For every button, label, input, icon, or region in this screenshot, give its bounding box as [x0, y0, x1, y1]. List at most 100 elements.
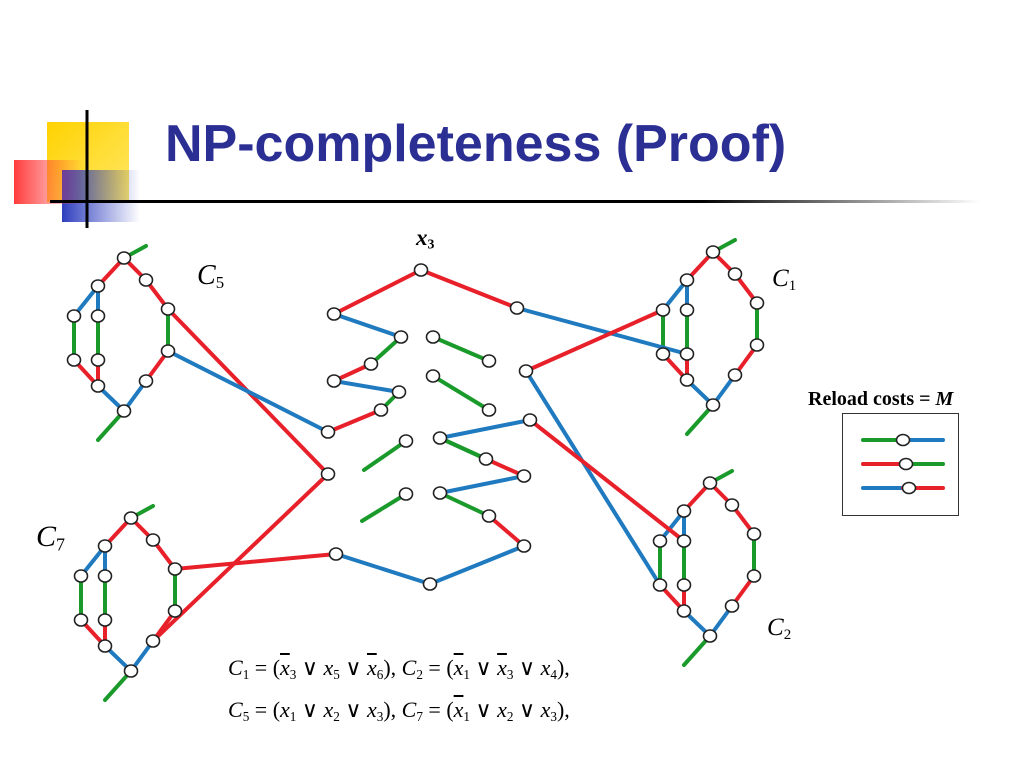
clause-c5-node-T — [116, 251, 132, 265]
clause-label-c2: C2 — [767, 614, 792, 643]
clause-c2-node-or3 — [746, 569, 762, 583]
variable-edge-1 — [332, 268, 423, 316]
connector-edge-2 — [166, 349, 330, 434]
title-underline — [50, 200, 980, 203]
formula-line-1: C1 = (x3 ∨ x5 ∨ x6), C2 = (x1 ∨ x3 ∨ x4)… — [228, 655, 570, 682]
clause-c2-node-ol3 — [652, 578, 668, 592]
variable-edge-20 — [438, 474, 526, 495]
clause-c5-node-ol2 — [66, 309, 82, 323]
page-title: NP-completeness (Proof) — [165, 115, 787, 173]
variable-node-rk — [516, 469, 532, 483]
clause-c2-node-il1 — [676, 534, 692, 548]
variable-edge-18 — [362, 439, 408, 472]
connector-edge-8 — [528, 418, 686, 543]
variable-edge-21 — [438, 436, 488, 461]
variable-node-rn — [481, 509, 497, 523]
clause-c1-node-ol1 — [679, 273, 695, 287]
clause-c1-node-il2 — [679, 347, 695, 361]
clause-c7-node-ol3 — [73, 613, 89, 627]
variable-edge-3 — [332, 312, 403, 339]
connector-edge-3 — [151, 472, 330, 643]
variable-node-ra — [509, 301, 525, 315]
clause-c5-node-ol1 — [90, 279, 106, 293]
clause-c1-node-B — [705, 398, 721, 412]
clause-label-c7: C7 — [36, 520, 66, 555]
connector-edge-4 — [173, 552, 338, 571]
clause-c2-node-ol2 — [652, 534, 668, 548]
connector-edge-6 — [524, 308, 665, 373]
variable-edge-17 — [334, 552, 432, 586]
legend-row-1-node — [895, 433, 911, 447]
deco-red-square — [14, 160, 84, 204]
clause-c7-node-or2 — [167, 562, 183, 576]
variable-node-ri — [432, 431, 448, 445]
variable-node-ro — [516, 539, 532, 553]
clause-c7-node-ol4 — [97, 639, 113, 653]
variable-node-d — [326, 374, 342, 388]
variable-node-rh — [522, 413, 538, 427]
connector-edge-7 — [524, 369, 662, 587]
clause-c7-node-B — [123, 664, 139, 678]
variable-label-x3: x3 — [416, 225, 435, 252]
variable-edge-11 — [438, 418, 532, 440]
variable-node-rd — [518, 364, 534, 378]
clause-c1-node-ol3 — [655, 347, 671, 361]
clause-c7-node-il1 — [97, 569, 113, 583]
variable-node-j — [422, 577, 438, 591]
variable-edge-16 — [428, 544, 526, 586]
clause-c5-node-ol4 — [90, 379, 106, 393]
clause-c2-node-T — [702, 476, 718, 490]
reload-cost-legend — [842, 413, 959, 516]
clause-c2-node-or1 — [724, 498, 740, 512]
variable-node-h — [320, 467, 336, 481]
clause-c1-node-ol2 — [655, 303, 671, 317]
variable-node-i — [328, 547, 344, 561]
clause-c7-node-il2 — [97, 613, 113, 627]
clause-c7-node-or1 — [145, 533, 161, 547]
variable-edge-8 — [326, 408, 383, 434]
clause-c5-node-il1 — [90, 309, 106, 323]
clause-c2-node-il2 — [676, 578, 692, 592]
variable-node-g — [320, 425, 336, 439]
variable-node-rb — [425, 330, 441, 344]
clause-c7-node-T — [123, 511, 139, 525]
formula-line-2: C5 = (x1 ∨ x2 ∨ x3), C7 = (x1 ∨ x2 ∨ x3)… — [228, 697, 570, 724]
clause-c2-node-ol4 — [676, 604, 692, 618]
variable-node-rf — [481, 403, 497, 417]
variable-node-c — [363, 357, 379, 371]
variable-edge-6 — [332, 379, 401, 394]
variable-node-re — [425, 369, 441, 383]
connector-edge-5 — [515, 306, 689, 356]
clause-c5-node-or1 — [138, 273, 154, 287]
clause-c2-node-or2 — [746, 527, 762, 541]
variable-node-rc — [481, 354, 497, 368]
clause-c1-node-or4 — [727, 368, 743, 382]
variable-node-rg — [398, 434, 414, 448]
clause-c7-node-ol2 — [73, 569, 89, 583]
variable-node-rm — [432, 486, 448, 500]
clause-label-c1: C1 — [772, 265, 797, 294]
variable-node-top — [413, 263, 429, 277]
clause-c1-node-il1 — [679, 303, 695, 317]
clause-c2-node-B — [702, 629, 718, 643]
variable-edge-19 — [360, 492, 408, 523]
clause-c5-node-il2 — [90, 353, 106, 367]
clause-c7-node-or3 — [167, 604, 183, 618]
variable-node-a — [326, 307, 342, 321]
clause-c1-node-ol4 — [679, 373, 695, 387]
variable-node-e — [391, 385, 407, 399]
clause-c2-node-or4 — [724, 599, 740, 613]
variable-edge-10 — [431, 374, 491, 412]
variable-edge-14 — [438, 491, 491, 518]
clause-c5-node-ol3 — [66, 353, 82, 367]
clause-c5-node-or3 — [160, 344, 176, 358]
variable-edge-9 — [431, 335, 491, 363]
clause-c5-node-or4 — [138, 374, 154, 388]
title-decoration — [14, 110, 140, 228]
variable-edge-2 — [419, 268, 519, 310]
clause-label-c5: C5 — [197, 260, 225, 293]
clause-c1-node-or2 — [749, 296, 765, 310]
legend-row-2-node — [898, 457, 914, 471]
